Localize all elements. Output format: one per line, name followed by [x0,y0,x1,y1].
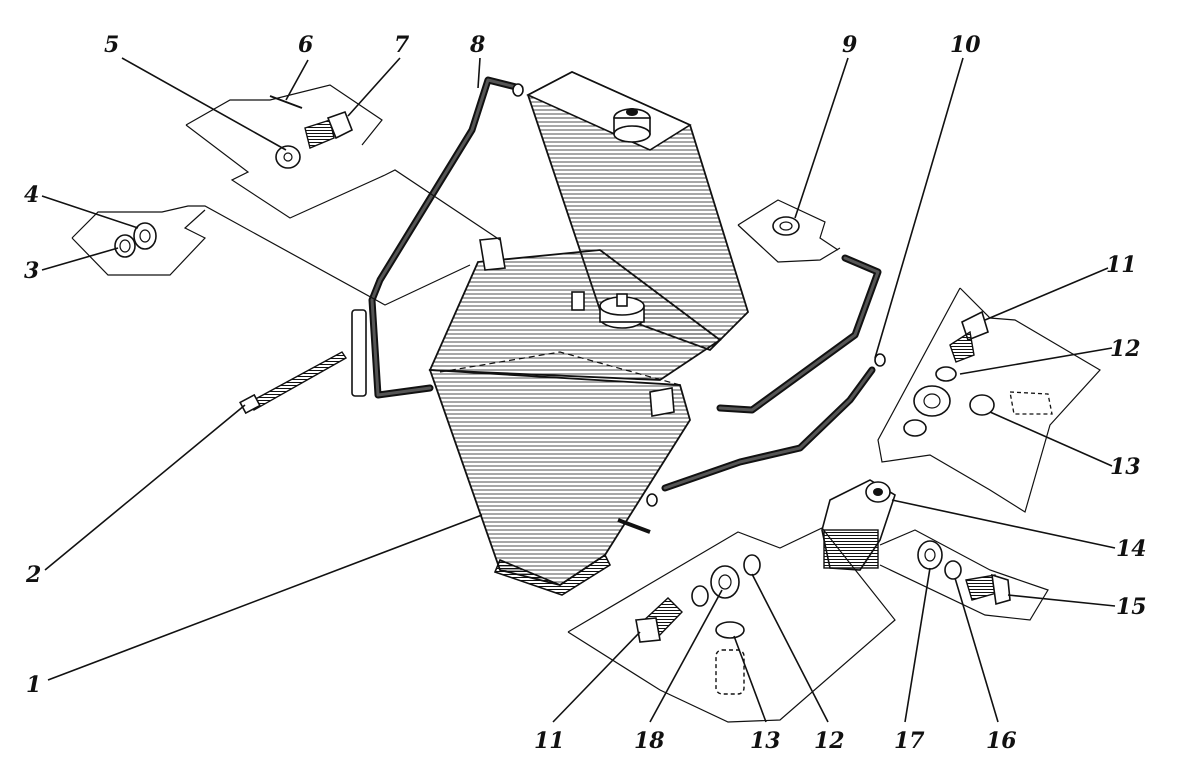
callout-15: 15 [1116,594,1147,620]
pipe-segment [351,309,367,397]
callout-12-lower: 12 [814,728,845,754]
callout-11-upper: 11 [1106,252,1137,278]
callout-5: 5 [104,32,119,58]
callout-8: 8 [469,32,485,58]
callout-13-upper: 13 [1110,454,1141,480]
callout-11-lower: 11 [534,728,565,754]
callout-10: 10 [950,32,981,58]
callout-1: 1 [26,672,41,698]
callout-9: 9 [842,32,857,58]
fitting-group-upper [877,287,1101,513]
callout-2: 2 [25,562,41,588]
bolt-group-5-6-7 [185,84,501,241]
bolt-group-15-16-17 [879,529,1049,621]
hose-10 [646,353,886,507]
hose-8 [368,76,524,399]
callout-16: 16 [986,728,1017,754]
callout-14: 14 [1116,536,1147,562]
callout-7: 7 [394,32,410,58]
hose-9 [716,254,882,414]
callout-12-upper: 12 [1110,336,1141,362]
callout-18: 18 [634,728,665,754]
strap-2 [239,351,348,415]
fitting-group-lower [567,527,896,723]
clamp-group-9 [737,199,841,263]
callout-4: 4 [24,182,39,208]
filter-housing-14 [821,479,896,571]
callout-6: 6 [298,32,313,58]
callout-numbers: 1 2 3 4 5 6 7 8 9 10 11 12 13 14 15 11 1… [24,32,1147,754]
washer-group-3-4 [71,205,471,306]
callout-13-lower: 13 [750,728,781,754]
fuel-tank [428,71,750,596]
callout-17: 17 [894,728,925,754]
callout-3: 3 [24,258,39,284]
leader-lines [41,57,1116,723]
